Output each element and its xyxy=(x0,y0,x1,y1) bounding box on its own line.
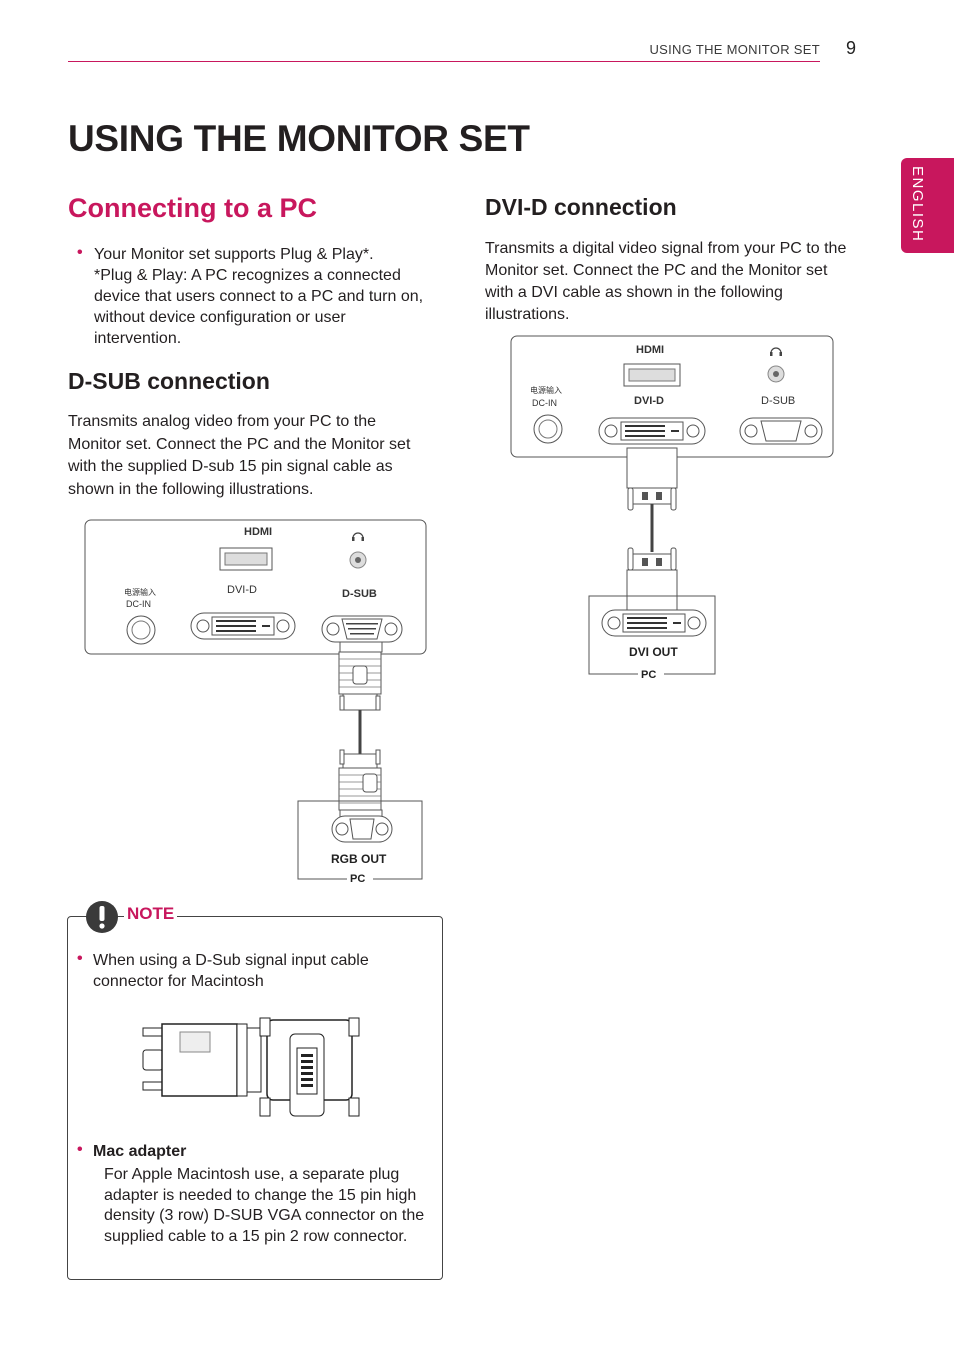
page-number: 9 xyxy=(846,38,857,58)
dsub-diag-rgb-out: RGB OUT xyxy=(331,852,387,866)
note-box xyxy=(67,916,443,1280)
section-title-connecting: Connecting to a PC xyxy=(68,193,317,223)
dvid-body: Transmits a digital video signal from yo… xyxy=(485,240,847,323)
mac-adapter-section: • Mac adapter For Apple Macintosh use, a… xyxy=(68,1141,430,1247)
dvid-title: DVI-D connection xyxy=(485,194,677,220)
dvid-diag-dc-cn: 电源输入 xyxy=(530,385,562,395)
header-rule xyxy=(68,61,820,62)
dsub-diag-hdmi-label: HDMI xyxy=(244,526,272,538)
plug-play-text: Your Monitor set supports Plug & Play*. xyxy=(94,246,374,263)
running-header: USING THE MONITOR SET xyxy=(649,42,820,57)
dsub-connection-diagram: HDMI 电源输入 DC-IN DVI-D D-SUB RGB OUT PC xyxy=(84,519,427,883)
headphone-icon xyxy=(352,532,364,541)
note-bullet-macintosh: • When using a D-Sub signal input cable … xyxy=(68,950,428,992)
dsub-diag-dc-cn: 电源输入 xyxy=(124,587,156,597)
dvid-diag-dsub-label: D-SUB xyxy=(761,395,795,407)
mac-adapter-illustration xyxy=(142,1017,360,1117)
note-exclamation-icon xyxy=(86,901,118,933)
note-macintosh-text: When using a D-Sub signal input cable co… xyxy=(93,952,369,990)
note-label: NOTE xyxy=(124,904,178,924)
dsub-diag-pc: PC xyxy=(350,873,365,883)
mac-adapter-title: Mac adapter xyxy=(93,1143,187,1160)
mac-adapter-body: For Apple Macintosh use, a separate plug… xyxy=(104,1166,425,1245)
dvid-diag-dc-in: DC-IN xyxy=(532,398,557,408)
dvid-diag-pc: PC xyxy=(641,669,656,678)
dsub-diag-dvid-label: DVI-D xyxy=(227,584,257,596)
language-tab-label: ENGLISH xyxy=(909,166,926,243)
bullet-dot: • xyxy=(77,244,83,261)
bullet-dot: • xyxy=(77,950,83,967)
dsub-diag-dc-in: DC-IN xyxy=(126,599,151,609)
dsub-title: D-SUB connection xyxy=(68,368,270,394)
plug-play-bullet: • Your Monitor set supports Plug & Play*… xyxy=(68,244,428,349)
headphone-icon xyxy=(770,347,782,356)
dvid-diag-hdmi-label: HDMI xyxy=(636,344,664,356)
page-title: USING THE MONITOR SET xyxy=(68,118,530,159)
language-tab: ENGLISH xyxy=(901,158,954,253)
dsub-body: Transmits analog video from your PC to t… xyxy=(68,413,411,498)
dvid-connection-diagram: HDMI 电源输入 DC-IN DVI-D D-SUB DVI OUT PC xyxy=(510,335,834,678)
bullet-dot: • xyxy=(77,1141,83,1158)
dsub-diag-dsub-label: D-SUB xyxy=(342,588,377,600)
dvid-diag-dvid-label: DVI-D xyxy=(634,395,664,407)
plug-play-definition: *Plug & Play: A PC recognizes a connecte… xyxy=(94,267,424,347)
dvid-diag-dvi-out: DVI OUT xyxy=(629,645,678,659)
